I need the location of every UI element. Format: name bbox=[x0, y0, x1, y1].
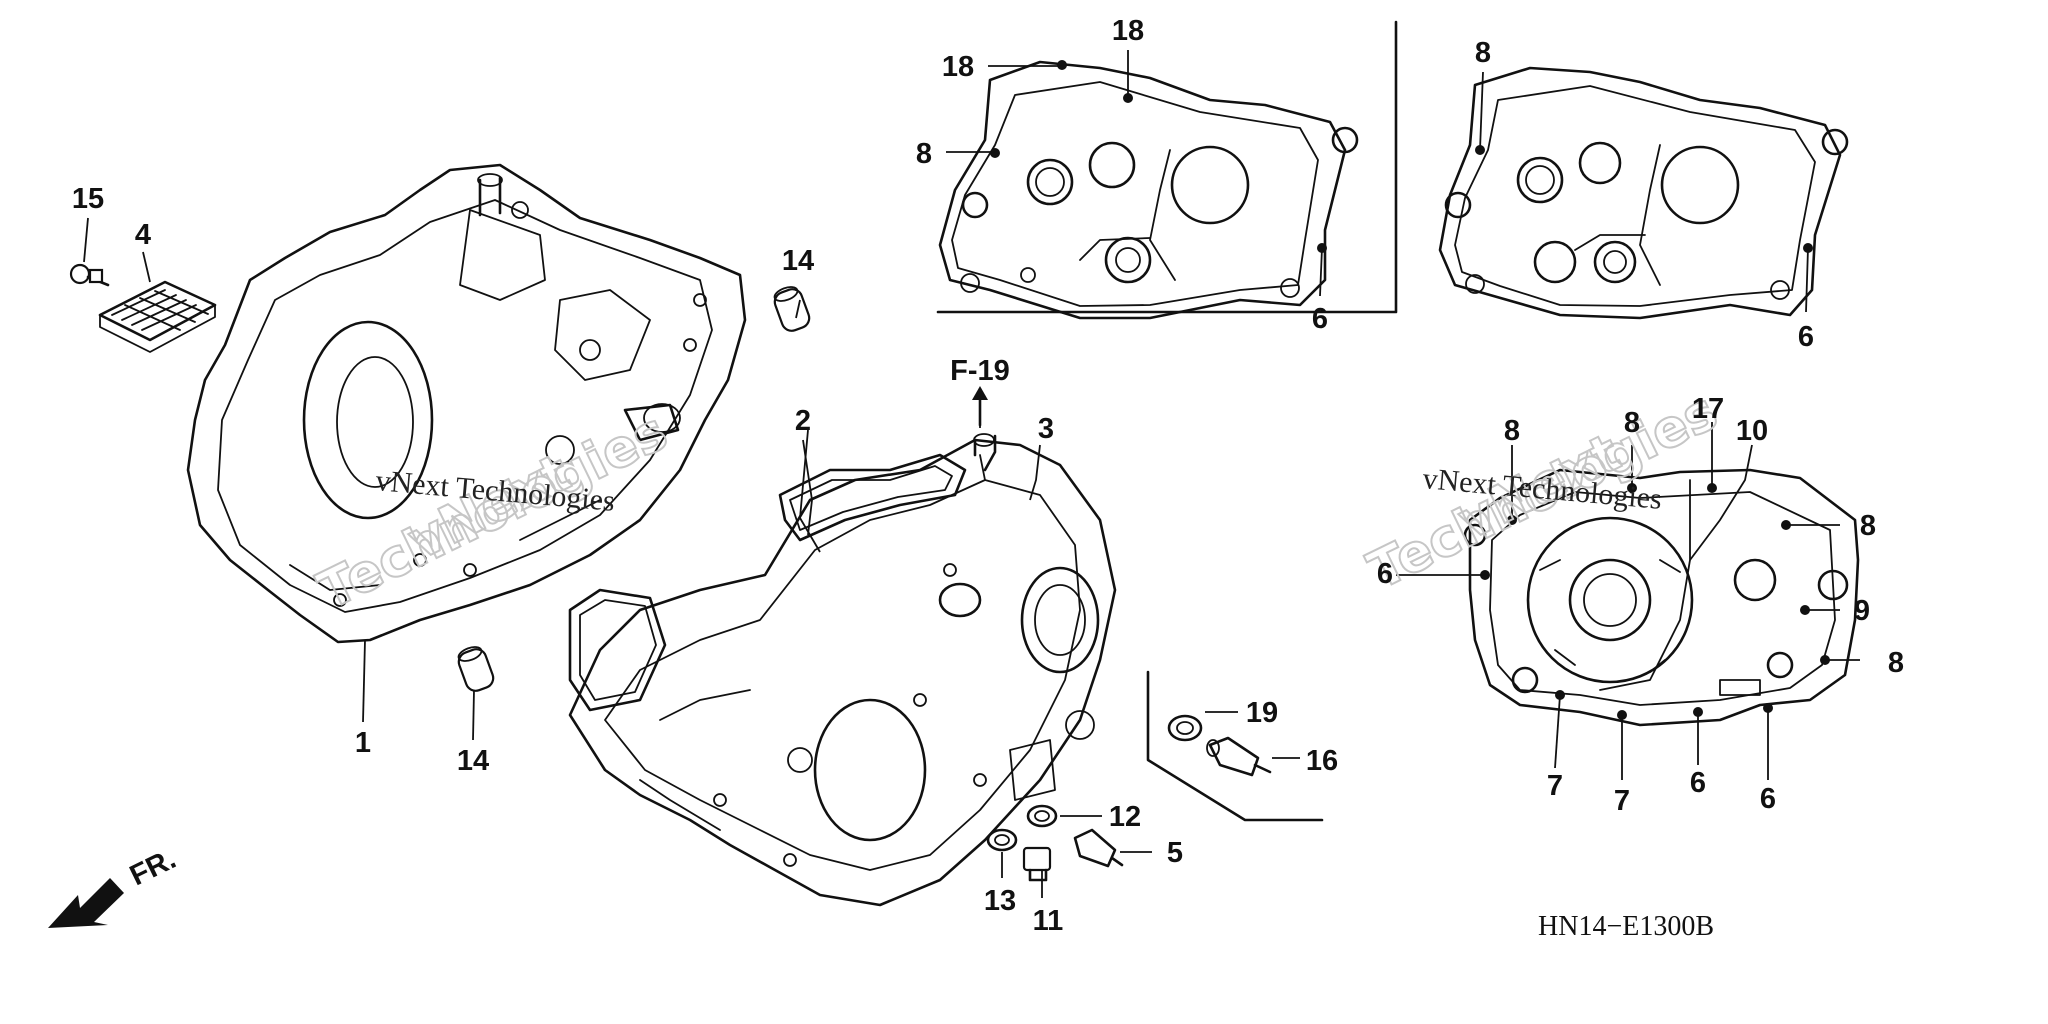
frame-line-set-a bbox=[936, 20, 1398, 314]
washer-12 bbox=[1026, 804, 1058, 828]
callout-5: 5 bbox=[1167, 837, 1183, 869]
callout-6-cover-a: 6 bbox=[1690, 767, 1706, 799]
callout-labels: 15 4 1 14 14 2 3 F-19 19 16 12 5 13 11 1… bbox=[72, 15, 1904, 942]
callout-13: 13 bbox=[984, 885, 1016, 917]
dowel-pin-upper bbox=[773, 286, 811, 332]
callout-8-cover-b: 8 bbox=[1624, 407, 1640, 439]
leader-lines bbox=[83, 50, 1860, 898]
callout-7-a: 7 bbox=[1547, 770, 1563, 802]
switch-bracket-line bbox=[1146, 670, 1324, 822]
right-crankcase-half bbox=[568, 433, 1117, 907]
callout-2: 2 bbox=[795, 405, 811, 437]
callout-17: 17 bbox=[1692, 393, 1724, 425]
callout-6-cover-left: 6 bbox=[1377, 558, 1393, 590]
callout-14-upper: 14 bbox=[782, 245, 814, 277]
callout-6-set-b: 6 bbox=[1798, 321, 1814, 353]
dowel-pin-lower bbox=[457, 646, 495, 692]
left-crankcase-half bbox=[186, 163, 747, 644]
front-direction-arrow-icon bbox=[48, 878, 124, 928]
callout-8-cover-c: 8 bbox=[1860, 510, 1876, 542]
callout-11: 11 bbox=[1033, 905, 1064, 937]
callout-8-set-b: 8 bbox=[1475, 37, 1491, 69]
callout-12: 12 bbox=[1109, 801, 1141, 833]
callout-7-b: 7 bbox=[1614, 785, 1630, 817]
callout-8-cover-a: 8 bbox=[1504, 415, 1520, 447]
f19-reference-arrow bbox=[972, 386, 988, 427]
front-direction-label: FR. bbox=[125, 843, 181, 892]
callout-1: 1 bbox=[355, 727, 371, 759]
callout-15: 15 bbox=[72, 183, 104, 215]
section-ref-f19: F-19 bbox=[950, 355, 1010, 387]
washer-13 bbox=[986, 828, 1018, 852]
crankcase-gasket-set-a bbox=[938, 60, 1359, 320]
oil-strainer-screen bbox=[98, 280, 217, 353]
callout-8-cover-d: 8 bbox=[1888, 647, 1904, 679]
right-crankcase-cover bbox=[1463, 468, 1860, 727]
watermark-word-2: Technologies bbox=[309, 402, 676, 622]
drain-bolt-11 bbox=[1022, 846, 1052, 882]
callout-6-cover-b: 6 bbox=[1760, 783, 1776, 815]
callout-18-left: 18 bbox=[942, 51, 974, 83]
neutral-switch-16 bbox=[1206, 736, 1272, 777]
callout-16: 16 bbox=[1306, 745, 1338, 777]
callout-9: 9 bbox=[1854, 595, 1870, 627]
callout-14-lower: 14 bbox=[457, 745, 489, 777]
crankcase-gasket bbox=[568, 453, 967, 712]
callout-18-top: 18 bbox=[1112, 15, 1144, 47]
callout-19: 19 bbox=[1246, 697, 1278, 729]
sensor-5 bbox=[1073, 828, 1124, 868]
callout-4: 4 bbox=[135, 219, 151, 251]
crankcase-gasket-set-b bbox=[1438, 66, 1849, 320]
diagram-code: HN14−E1300B bbox=[1538, 911, 1714, 942]
callout-3: 3 bbox=[1038, 413, 1054, 445]
callout-10: 10 bbox=[1736, 415, 1768, 447]
callout-6-set-a: 6 bbox=[1312, 303, 1328, 335]
strainer-bolt bbox=[69, 263, 110, 287]
callout-8-set-a: 8 bbox=[916, 138, 932, 170]
sealing-washer-19 bbox=[1167, 714, 1203, 742]
